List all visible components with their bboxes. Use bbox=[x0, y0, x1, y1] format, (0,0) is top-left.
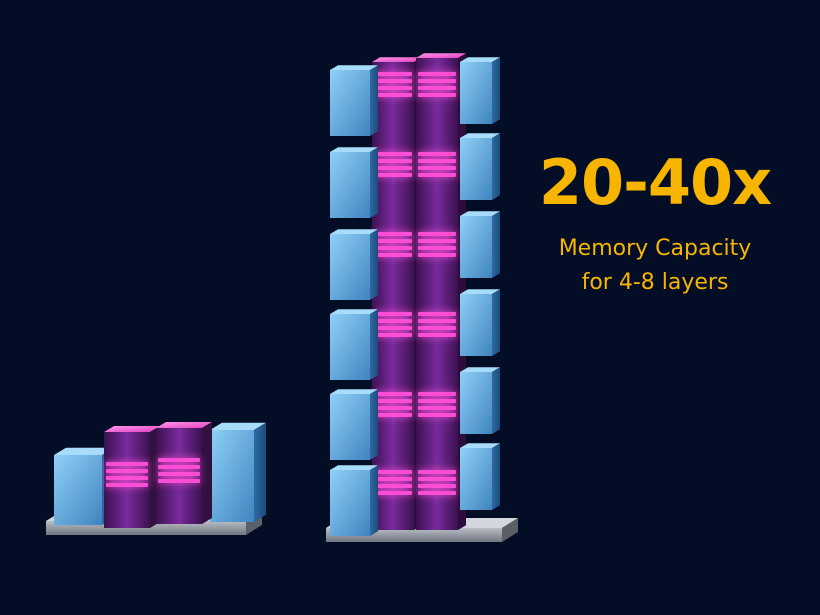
memory-die-core bbox=[372, 57, 422, 530]
side-block-left bbox=[330, 309, 378, 380]
memory-layer-glow bbox=[106, 462, 148, 487]
side-block-left bbox=[330, 147, 378, 218]
memory-layer-glow bbox=[374, 312, 412, 337]
memory-layer-glow bbox=[374, 470, 412, 495]
memory-layer-glow bbox=[418, 470, 456, 495]
memory-layer-glow bbox=[374, 232, 412, 257]
side-block-right bbox=[210, 422, 266, 522]
side-block-right bbox=[460, 443, 500, 510]
side-block-right bbox=[460, 289, 500, 356]
memory-layer-glow bbox=[418, 312, 456, 337]
side-block-right bbox=[460, 211, 500, 278]
memory-layer-glow bbox=[418, 72, 456, 97]
memory-layer-glow bbox=[374, 72, 412, 97]
memory-die-core bbox=[416, 53, 466, 530]
side-block-left bbox=[330, 389, 378, 460]
memory-layer-glow bbox=[158, 458, 200, 483]
memory-layer-glow bbox=[418, 232, 456, 257]
subtitle-line-2: for 4-8 layers bbox=[581, 270, 729, 295]
memory-layer-glow bbox=[418, 152, 456, 177]
side-block-right bbox=[460, 367, 500, 434]
memory-layer-glow bbox=[418, 392, 456, 417]
memory-layer-glow bbox=[374, 392, 412, 417]
tall-memory-stack bbox=[326, 53, 518, 542]
small-memory-stack bbox=[46, 422, 266, 535]
side-block-left bbox=[330, 465, 378, 536]
side-block-left bbox=[330, 65, 378, 136]
headline-multiplier: 20-40x bbox=[538, 146, 772, 219]
memory-layer-glow bbox=[374, 152, 412, 177]
side-block-left bbox=[330, 229, 378, 300]
side-block-right bbox=[460, 133, 500, 200]
side-block-right bbox=[460, 57, 500, 125]
subtitle-line-1: Memory Capacity bbox=[558, 236, 752, 261]
